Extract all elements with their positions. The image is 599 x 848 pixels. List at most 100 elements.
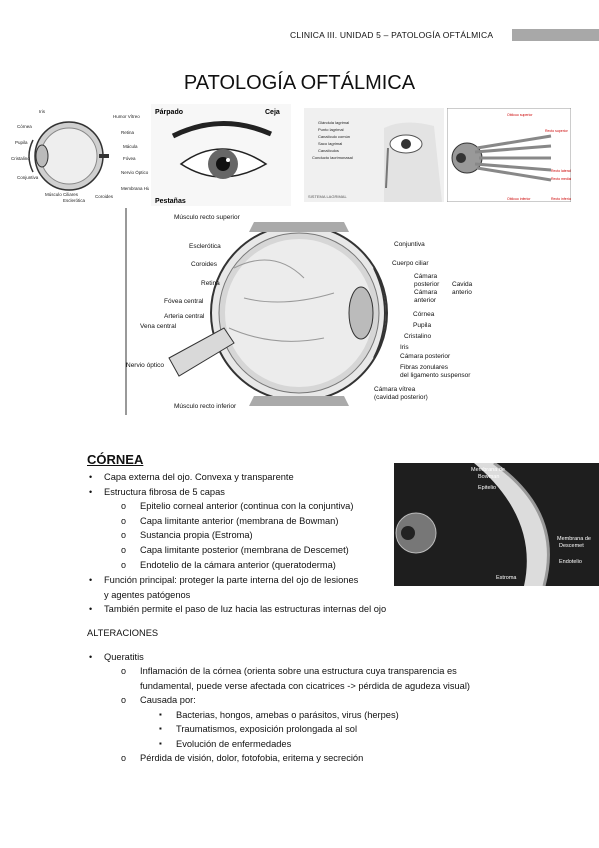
sub-bullet: o	[121, 695, 127, 705]
text-line: Estructura fibrosa de 5 capas	[104, 487, 225, 497]
figure-label: Membrana Hialoides	[121, 186, 149, 191]
eye-anatomy-diagram: Músculo recto superior Esclerótica Coroi…	[124, 208, 476, 415]
text-line: También permite el paso de luz hacia las…	[104, 604, 387, 614]
figure-label: Cristalino	[11, 156, 30, 161]
bullet: •	[89, 472, 93, 482]
figure-label: Glándula lagrimal	[318, 120, 349, 125]
sub-bullet: o	[121, 666, 127, 676]
label-descemet-1: Membrana de	[557, 536, 591, 542]
label-pupila: Pupila	[413, 322, 431, 329]
square-bullet: ▪	[159, 710, 162, 719]
sub-bullet: o	[121, 545, 127, 555]
figure-label: Recto inferior	[551, 197, 571, 201]
text-line: Evolución de enfermedades	[176, 739, 292, 749]
figure-label: Canalículo común	[318, 134, 350, 139]
figure-label: Esclerótica	[63, 198, 86, 203]
figure-label: Mácula	[123, 144, 138, 149]
text-line: Traumatismos, exposición prolongada al s…	[176, 724, 358, 734]
figure-label: Recto medial	[551, 177, 571, 181]
text-line: Capa externa del ojo. Convexa y transpar…	[104, 472, 294, 482]
figure-label: Canalículos	[318, 148, 339, 153]
square-bullet: ▪	[159, 739, 162, 748]
sub-bullet: o	[121, 530, 127, 540]
sub-bullet: o	[121, 753, 127, 763]
square-bullet: ▪	[159, 724, 162, 733]
figure-label: Oblicuo superior	[507, 113, 533, 117]
text-line: Capa limitante posterior (membrana de De…	[140, 545, 349, 555]
external-eye-figure: Párpado Ceja Pestañas	[151, 104, 291, 206]
text-line: Epitelio corneal anterior (continua con …	[140, 501, 354, 511]
label-fibras-2: del ligamento suspensor	[400, 372, 471, 379]
bullet: •	[89, 604, 93, 614]
label-musculo-inferior: Músculo recto inferior	[174, 403, 237, 410]
figure-label: Nervio Óptico	[121, 169, 149, 175]
figure-label: Pupila	[15, 140, 28, 145]
text-line: Bacterias, hongos, amebas o parásitos, v…	[176, 710, 399, 720]
bullet: •	[89, 487, 93, 497]
figure-label: Humor Vítreo	[113, 114, 140, 119]
label-cavidad-2: anterio	[452, 289, 472, 296]
label-epitelio: Epitelio	[478, 485, 496, 491]
label-vitrea-1: Cámara vítrea	[374, 386, 416, 393]
page-title: PATOLOGÍA OFTÁLMICA	[183, 72, 416, 94]
text-line: Función principal: proteger la parte int…	[104, 575, 359, 585]
subsection-alteraciones: ALTERACIONES	[87, 628, 159, 638]
text-line: fundamental, puede verse afectada con ci…	[140, 681, 470, 691]
figure-label: Conducto lacrimonasal	[312, 155, 353, 160]
text-line: Inflamación de la córnea (orienta sobre …	[140, 666, 457, 676]
label-camara-anterior-1: Cámara	[414, 289, 438, 296]
label-cuerpo-ciliar: Cuerpo ciliar	[392, 260, 429, 267]
figure-label: Saco lagrimal	[318, 141, 342, 146]
figure-label: Fóvea	[123, 156, 136, 161]
text-line: Endotelio de la cámara anterior (querato…	[140, 560, 336, 570]
sub-bullet: o	[121, 501, 127, 511]
bullet: •	[89, 575, 93, 585]
figure-label: Conjuntiva	[17, 175, 39, 180]
page-header-bar	[512, 29, 599, 41]
label-endotelio: Endotelio	[559, 559, 582, 565]
text-line: Pérdida de visión, dolor, fotofobia, eri…	[140, 753, 364, 763]
figure-label: Recto superior	[545, 129, 569, 133]
cornea-layers-figure: Membrana de Bowman Epitelio Membrana de …	[394, 463, 599, 586]
text-line: Capa limitante anterior (membrana de Bow…	[140, 516, 339, 526]
label-musculo-superior: Músculo recto superior	[174, 214, 241, 221]
label-bowman-2: Bowman	[478, 474, 499, 480]
label-cornea: Córnea	[413, 311, 435, 318]
label-esclerotica: Esclerótica	[189, 243, 221, 250]
label-estroma: Estroma	[496, 575, 517, 581]
section-title-cornea: CÓRNEA	[87, 452, 144, 467]
label-fovea: Fóvea central	[164, 298, 204, 305]
label-camara-posterior-2: posterior	[414, 281, 440, 288]
label-vitrea-2: (cavidad posterior)	[374, 394, 428, 401]
label-camara-anterior-2: anterior	[414, 297, 437, 304]
label-vena: Vena central	[140, 323, 177, 330]
page-header-text: CLINICA III. UNIDAD 5 – PATOLOGÍA OFTÁLM…	[290, 30, 494, 40]
figure-label: Oblicuo inferior	[507, 197, 531, 201]
figure-label: Punto lagrimal	[318, 127, 344, 132]
figure-label: Músculo Ciliares	[45, 192, 79, 197]
label-nervio: Nervio óptico	[126, 362, 164, 369]
bullet: •	[89, 652, 93, 662]
label-cristalino: Cristalino	[404, 333, 431, 340]
text-line: y agentes patógenos	[104, 590, 191, 600]
label-ceja: Ceja	[265, 109, 280, 116]
label-retina: Retina	[201, 280, 220, 287]
figure-label: Recto lateral	[551, 169, 571, 173]
sub-bullet: o	[121, 516, 127, 526]
label-camara-posterior-1: Cámara	[414, 273, 438, 280]
lacrimal-caption: SISTEMA LAGRIMAL	[308, 194, 347, 199]
figure-label: Retina	[121, 130, 135, 135]
figure-label: Coroides	[95, 194, 114, 199]
label-bowman-1: Membrana de	[471, 467, 505, 473]
label-arteria: Arteria central	[164, 313, 205, 320]
label-camara-posterior: Cámara posterior	[400, 353, 451, 360]
sub-bullet: o	[121, 560, 127, 570]
figure-label: Iris	[39, 109, 46, 114]
label-descemet-2: Descemet	[559, 543, 584, 549]
text-line: Sustancia propia (Estroma)	[140, 530, 253, 540]
label-iris: Iris	[400, 344, 409, 351]
label-conjuntiva: Conjuntiva	[394, 241, 425, 248]
label-coroides: Coroides	[191, 261, 218, 268]
